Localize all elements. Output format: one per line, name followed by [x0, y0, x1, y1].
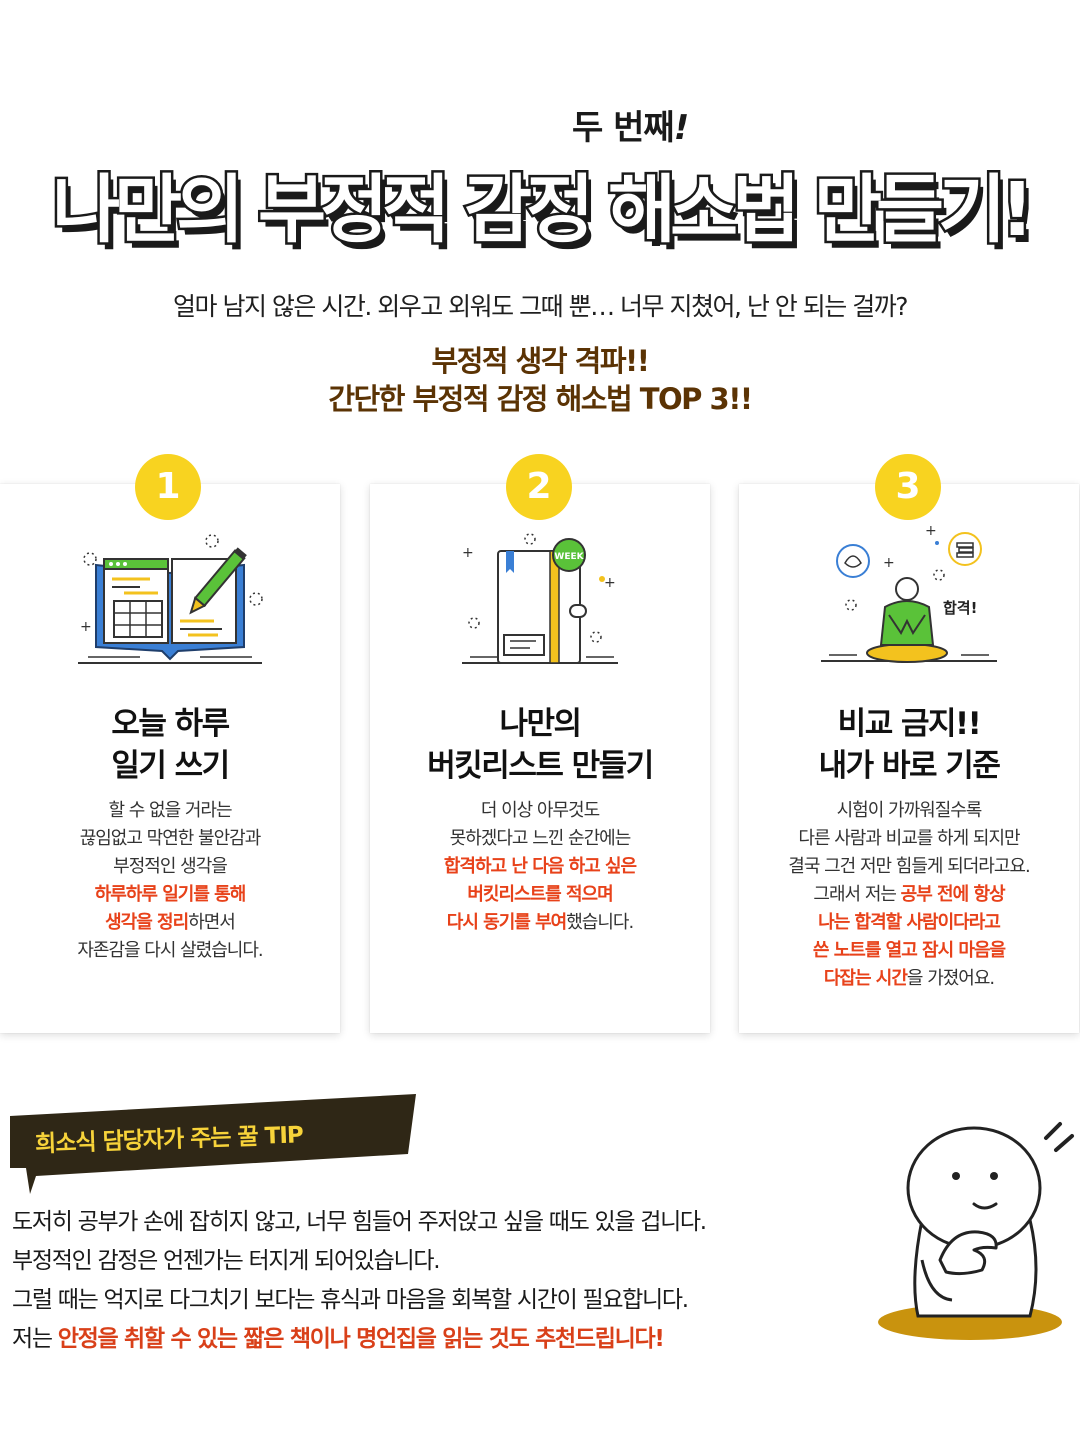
- svg-text:+: +: [883, 555, 895, 571]
- body-line: 다른 사람과 비교를 하게 되지만: [798, 828, 1020, 849]
- body-line: 할 수 없을 거라는: [108, 800, 232, 821]
- body-line: 버킷리스트를 적으며: [467, 884, 613, 905]
- number-badge-3: 3: [875, 454, 941, 520]
- subtitle-line-2: 간단한 부정적 감정 해소법 TOP 3!!: [328, 382, 753, 416]
- pass-tag: 합격!: [943, 599, 977, 617]
- body-line: 더 이상 아무것도: [480, 800, 600, 821]
- tip-line-3: 그럴 때는 억지로 다그치기 보다는 휴식과 마음을 회복할 시간이 필요합니다…: [12, 1287, 689, 1313]
- kicker-text: 두 번째!: [572, 108, 689, 148]
- tip-line-1: 도저히 공부가 손에 잡히지 않고, 너무 힘들어 주저앉고 싶을 때도 있을 …: [12, 1209, 707, 1235]
- svg-text:+: +: [604, 575, 616, 591]
- svg-text:+: +: [925, 525, 937, 539]
- tip-line-2: 부정적인 감정은 언젠가는 터지게 되어있습니다.: [12, 1248, 441, 1274]
- planner-notebook-icon: WEEK + +: [370, 525, 710, 675]
- meditation-person-icon: + + 합격!: [739, 525, 1079, 675]
- body-line: 합격하고 난 다음 하고 싶은: [443, 856, 637, 877]
- number-badge-1: 1: [135, 454, 201, 520]
- intro-text: 얼마 남지 않은 시간. 외우고 외워도 그때 뿐… 너무 지쳤어, 난 안 되…: [173, 292, 908, 321]
- card-1-body: 할 수 없을 거라는 끊임없고 막연한 불안감과 부정적인 생각을 하루하루 일…: [0, 797, 340, 965]
- week-tag: WEEK: [554, 552, 584, 562]
- body-line: 결국 그건 저만 힘들게 되더라고요.: [788, 856, 1030, 877]
- card-3-body: 시험이 가까워질수록 다른 사람과 비교를 하게 되지만 결국 그건 저만 힘들…: [739, 797, 1079, 993]
- body-line: 나는 합격할 사람이다라고: [818, 912, 1001, 933]
- body-line: 그래서 저는 공부 전에 항상: [813, 884, 1005, 905]
- body-line: 시험이 가까워질수록: [836, 800, 983, 821]
- page-title: 나만의 부정적 감정 해소법 만들기!: [50, 165, 1037, 256]
- body-line: 부정적인 생각을: [113, 856, 228, 877]
- body-line: 다잡는 시간을 가졌어요.: [823, 968, 995, 989]
- open-book-pen-icon: +: [0, 525, 340, 675]
- card-2-body: 더 이상 아무것도 못하겠다고 느낀 순간에는 합격하고 난 다음 하고 싶은 …: [370, 797, 710, 937]
- number-badge-2: 2: [506, 454, 572, 520]
- body-line: 끊임없고 막연한 불안감과: [79, 828, 262, 849]
- tip-line-4: 저는 안정을 취할 수 있는 짧은 책이나 명언집을 읽는 것도 추천드립니다!: [12, 1326, 665, 1352]
- subtitle-line-1: 부정적 생각 격파!!: [431, 344, 650, 378]
- body-line: 자존감을 다시 살렸습니다.: [77, 940, 263, 961]
- body-line: 하루하루 일기를 통해: [94, 884, 247, 905]
- body-line: 못하겠다고 느낀 순간에는: [449, 828, 632, 849]
- body-line: 쓴 노트를 열고 잠시 마음을: [812, 940, 1006, 961]
- body-line: 생각을 정리하면서: [105, 912, 236, 933]
- svg-text:+: +: [80, 619, 92, 635]
- body-line: 다시 동기를 부여했습니다.: [446, 912, 634, 933]
- tip-banner: [10, 1094, 416, 1194]
- svg-text:+: +: [462, 545, 474, 561]
- thinking-mascot-icon: [878, 1122, 1074, 1340]
- card-3-title: 비교 금지!!내가 바로 기준: [818, 706, 1001, 784]
- tip-card-3: [739, 484, 1079, 1033]
- tip-body: 도저히 공부가 손에 잡히지 않고, 너무 힘들어 주저앉고 싶을 때도 있을 …: [12, 1203, 707, 1359]
